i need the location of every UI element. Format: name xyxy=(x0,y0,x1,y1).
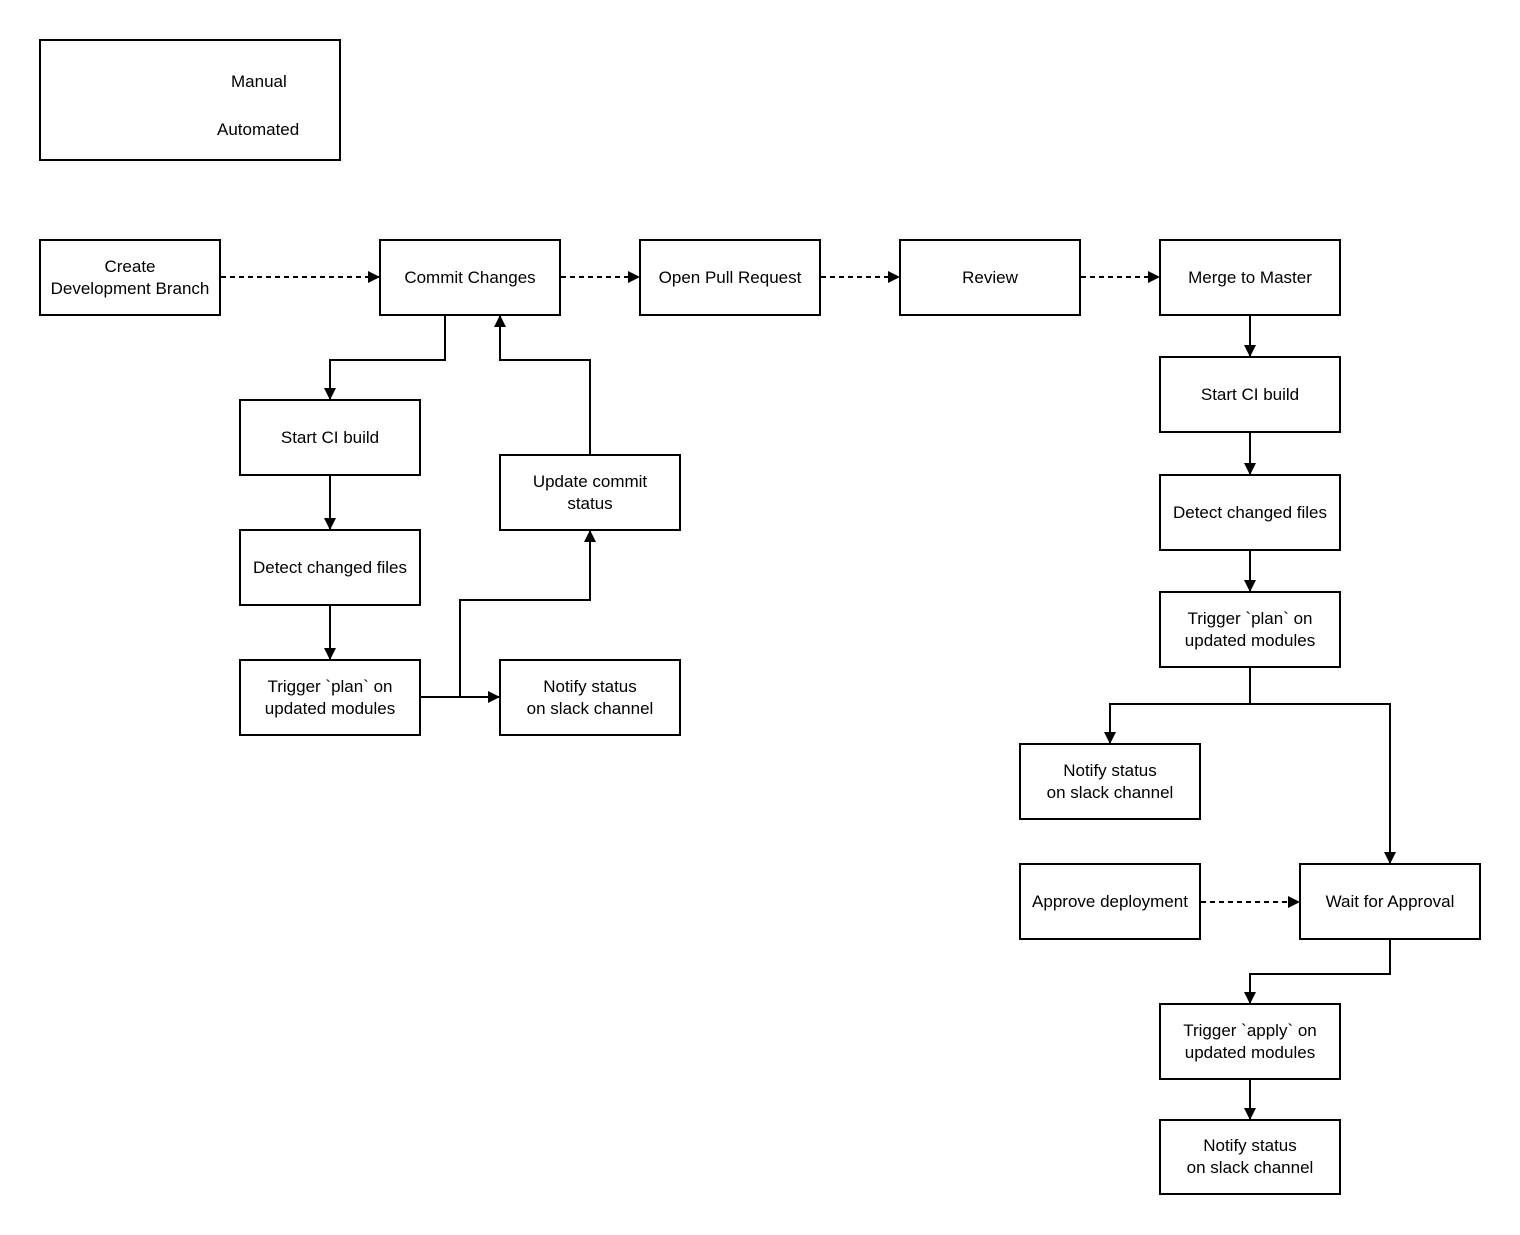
node-open-pull-request: Open Pull Request xyxy=(639,239,821,316)
node-create-branch: Create Development Branch xyxy=(39,239,221,316)
node-update-commit-status: Update commit status xyxy=(499,454,681,531)
node-notify-status-final: Notify status on slack channel xyxy=(1159,1119,1341,1195)
edge-plan-to-update-status xyxy=(459,530,596,697)
edge-plan-to-notify-mid xyxy=(1104,668,1251,744)
node-detect-changed-files-right: Detect changed files xyxy=(1159,474,1341,551)
node-trigger-plan-right: Trigger `plan` on updated modules xyxy=(1159,591,1341,668)
edge-plan-to-wait xyxy=(1250,703,1396,864)
node-merge-to-master: Merge to Master xyxy=(1159,239,1341,316)
legend-automated-label: Automated xyxy=(217,120,300,139)
edge-update-status-to-commit xyxy=(494,315,591,454)
node-wait-for-approval: Wait for Approval xyxy=(1299,863,1481,940)
node-approve-deployment: Approve deployment xyxy=(1019,863,1201,940)
node-commit-changes: Commit Changes xyxy=(379,239,561,316)
edge-wait-to-apply xyxy=(1244,940,1391,1004)
node-start-ci-build-right: Start CI build xyxy=(1159,356,1341,433)
legend: Manual Automated xyxy=(39,39,341,161)
node-notify-status-mid: Notify status on slack channel xyxy=(1019,743,1201,820)
node-review: Review xyxy=(899,239,1081,316)
node-detect-changed-files-left: Detect changed files xyxy=(239,529,421,606)
edge-commit-to-ci xyxy=(324,316,446,400)
node-trigger-apply: Trigger `apply` on updated modules xyxy=(1159,1003,1341,1080)
node-notify-status-left: Notify status on slack channel xyxy=(499,659,681,736)
node-start-ci-build-left: Start CI build xyxy=(239,399,421,476)
node-trigger-plan-left: Trigger `plan` on updated modules xyxy=(239,659,421,736)
legend-manual-label: Manual xyxy=(231,72,287,91)
